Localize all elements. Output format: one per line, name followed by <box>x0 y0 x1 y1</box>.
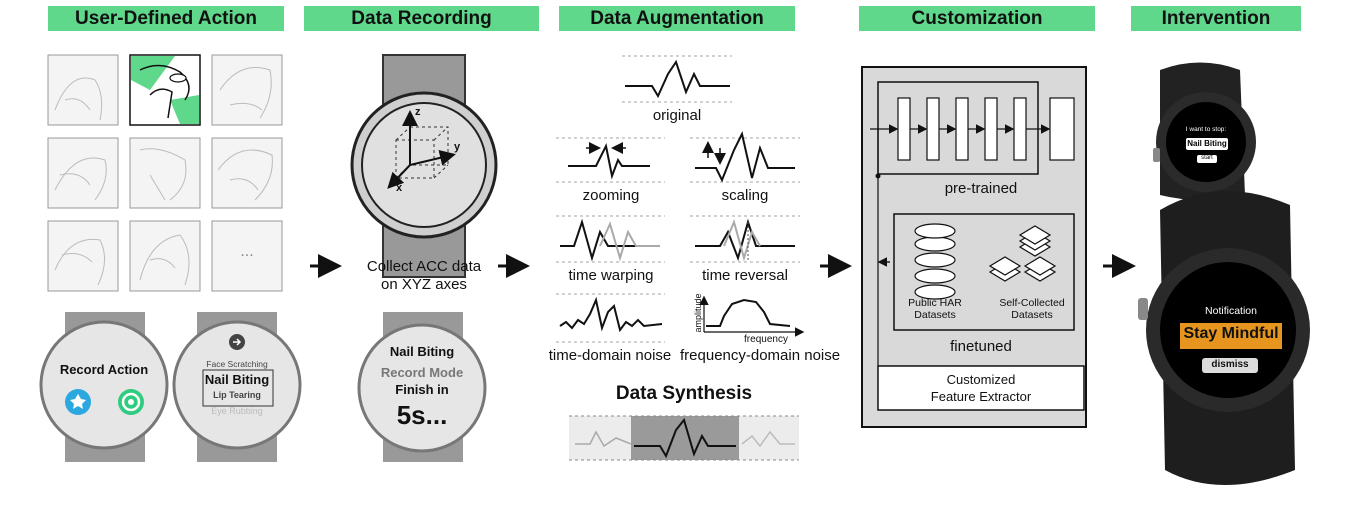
start-button[interactable] <box>1197 155 1217 163</box>
aug-ghost-signals <box>599 218 761 262</box>
aug-signals <box>559 59 795 333</box>
action-thumb-5[interactable] <box>129 137 201 209</box>
header-user-defined-action: User-Defined Action <box>48 6 284 31</box>
small-watch-target: Nail Biting <box>1187 139 1227 148</box>
recording-watch <box>350 54 498 278</box>
menu-item-face-scratching[interactable]: Face Scratching <box>206 359 268 369</box>
action-thumb-more[interactable] <box>211 220 283 292</box>
start-button-label[interactable]: start <box>1201 155 1213 161</box>
signal-time-reversal <box>695 218 795 262</box>
small-watch <box>1153 62 1256 200</box>
extractor-line2: Feature Extractor <box>930 389 1032 404</box>
layers-icon <box>988 225 1057 282</box>
label-scaling: scaling <box>721 187 769 204</box>
recording-watch-title: Nail Biting <box>389 344 455 359</box>
data-synthesis-title: Data Synthesis <box>615 383 753 404</box>
aug-guides <box>556 55 800 343</box>
finish-in-label: Finish in <box>395 382 449 397</box>
small-watch-prompt: I want to stop: <box>1185 126 1227 133</box>
self-collected-line2: Datasets <box>1011 309 1053 321</box>
signal-original <box>625 59 730 99</box>
label-frequency-axis: frequency <box>744 334 788 345</box>
watch-record-action <box>39 312 169 462</box>
watch-action-menu <box>172 312 302 462</box>
signal-scaling <box>695 131 795 183</box>
signal-freq-noise <box>706 298 791 327</box>
signal-zooming <box>568 142 650 180</box>
menu-item-lip-tearing[interactable]: Lip Tearing <box>213 390 261 400</box>
stay-mindful-banner <box>1180 323 1282 349</box>
recording-caption-line1: Collect ACC data <box>366 258 482 275</box>
label-original: original <box>652 107 702 124</box>
customization-panel <box>861 66 1087 428</box>
dismiss-button-label[interactable]: dismiss <box>1211 359 1249 370</box>
label-pretrained: pre-trained <box>944 180 1018 197</box>
nail-biting-sketch <box>131 56 199 124</box>
label-time-warping: time warping <box>568 267 654 284</box>
database-icon <box>914 223 956 300</box>
action-sketches <box>54 67 273 286</box>
label-amplitude-axis: amplitude <box>693 293 703 333</box>
aug-small-arrows <box>586 141 726 165</box>
synthesis-strip <box>569 415 799 461</box>
label-finetuned: finetuned <box>950 338 1012 355</box>
recording-mode-watch <box>357 312 487 462</box>
public-har-line1: Public HAR <box>908 297 962 309</box>
stay-mindful-text: Stay Mindful <box>1183 325 1279 342</box>
label-frequency-domain-noise: frequency-domain noise <box>680 347 841 364</box>
action-thumb-8[interactable] <box>129 220 201 292</box>
self-collected-line1: Self-Collected <box>999 297 1065 309</box>
axis-label-y: y <box>454 141 461 153</box>
public-har-line2: Datasets <box>914 309 956 321</box>
notification-label: Notification <box>1205 305 1257 317</box>
header-data-augmentation: Data Augmentation <box>559 6 795 31</box>
recording-mode-label: Record Mode <box>380 365 464 380</box>
menu-item-eye-rubbing[interactable]: Eye Rubbing <box>211 406 263 416</box>
action-thumb-4[interactable] <box>47 137 119 209</box>
menu-item-nail-biting[interactable]: Nail Biting <box>204 372 270 387</box>
dismiss-button[interactable] <box>1202 358 1258 373</box>
signal-time-warping <box>560 218 660 262</box>
record-action-title: Record Action <box>59 362 149 377</box>
flower-icon <box>70 394 86 409</box>
label-time-domain-noise: time-domain noise <box>548 347 672 364</box>
axis-label-z: z <box>415 106 421 118</box>
recording-caption-line2: on XYZ axes <box>381 276 467 293</box>
label-zooming: zooming <box>582 187 640 204</box>
header-data-recording: Data Recording <box>304 6 539 31</box>
more-actions-label: ... <box>240 243 254 260</box>
header-intervention: Intervention <box>1131 6 1301 31</box>
extractor-line1: Customized <box>946 372 1016 387</box>
signal-time-noise <box>559 296 663 333</box>
header-customization: Customization <box>859 6 1095 31</box>
label-time-reversal: time reversal <box>702 267 788 284</box>
nail-biting-chip <box>1186 138 1228 150</box>
action-thumb-1[interactable] <box>47 54 119 126</box>
large-watch <box>1138 191 1310 485</box>
action-thumb-6[interactable] <box>211 137 283 209</box>
countdown-value: 5s... <box>396 400 448 430</box>
action-thumb-3[interactable] <box>211 54 283 126</box>
axis-label-x: x <box>396 182 403 194</box>
freq-axes <box>699 295 805 337</box>
